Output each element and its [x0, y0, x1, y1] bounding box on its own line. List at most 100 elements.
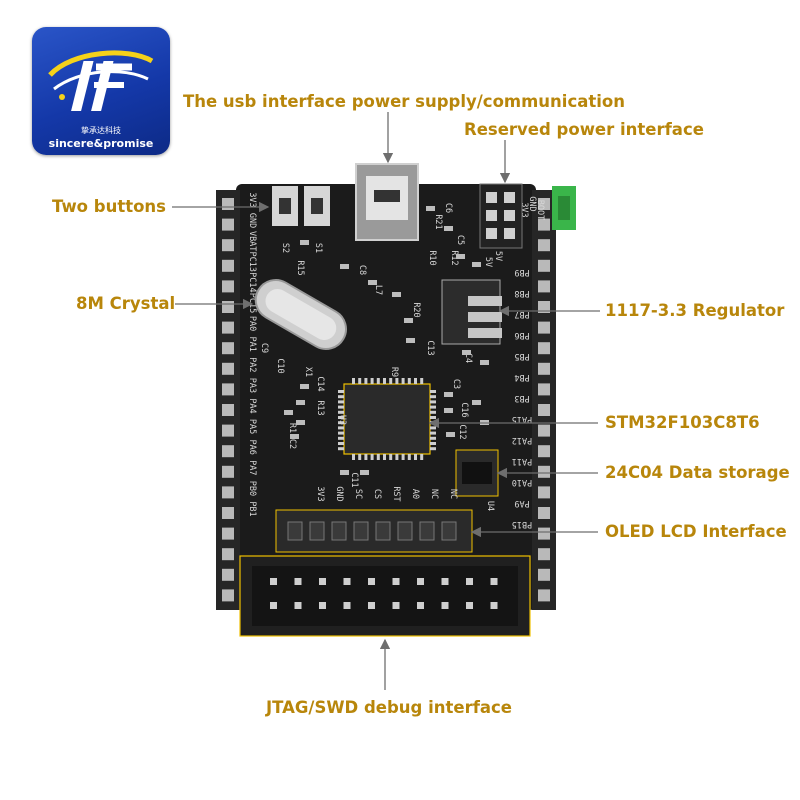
jtag-pin	[343, 578, 351, 585]
right-header-pin	[538, 301, 550, 313]
component-label: L7	[373, 285, 383, 295]
smd-part	[444, 408, 453, 413]
oled-pin	[375, 521, 391, 541]
jtag-pin	[417, 602, 424, 609]
left-header-pin	[222, 527, 234, 540]
right-header-pin	[538, 259, 550, 272]
right-header-pin	[538, 568, 550, 581]
jtag-pin	[490, 578, 498, 585]
left-header-pin	[222, 465, 234, 478]
mcu-lead	[338, 416, 344, 419]
label-two-buttons: Two buttons	[52, 197, 167, 216]
component-label: R21	[433, 214, 443, 229]
boot-jumper-cap	[558, 196, 570, 220]
left-pin-label: PA4	[247, 398, 257, 413]
left-pin-label: PB1	[247, 501, 257, 516]
power-pin	[486, 192, 497, 203]
right-pin-row	[538, 198, 550, 602]
left-header-pin	[222, 445, 234, 458]
regulator-lead-3	[468, 328, 502, 338]
label-jtag: JTAG/SWD debug interface	[266, 698, 512, 717]
mcu-lead	[389, 378, 393, 384]
jtag-shroud	[252, 566, 518, 626]
smd-part	[360, 470, 369, 475]
right-pin-label: PB3	[514, 393, 529, 403]
left-pin-label: PC14	[247, 272, 257, 292]
oled-pin	[353, 521, 369, 541]
component-label: C3	[451, 379, 461, 389]
bottom-row-label: GND	[334, 486, 344, 501]
smd-part	[300, 384, 309, 389]
mcu-lead	[430, 426, 436, 430]
button-s1-cap	[311, 198, 323, 214]
left-pin-label: 3V3	[247, 192, 257, 207]
right-pin-label: PB15	[512, 519, 532, 529]
jtag-pin	[319, 578, 326, 585]
left-pin-label: GND	[247, 213, 257, 228]
jtag-pin	[270, 602, 277, 609]
right-header-pin	[538, 383, 550, 396]
jtag-pin	[294, 602, 302, 609]
regulator-lead-1	[468, 296, 502, 306]
left-pin-label: PA5	[247, 419, 257, 434]
oled-pin	[331, 521, 347, 541]
left-header-pin	[222, 548, 234, 561]
smd-part	[340, 264, 349, 269]
mcu-lead	[383, 378, 386, 384]
left-header-pin	[222, 301, 234, 313]
right-pin-label: BOOT	[535, 200, 545, 220]
mcu-lead	[358, 454, 362, 460]
power-pin	[504, 210, 515, 221]
left-pin-label: VBAT	[247, 231, 257, 251]
smd-part	[290, 434, 299, 439]
jtag-pin	[441, 578, 449, 585]
mcu-lead	[414, 378, 417, 384]
right-pin-label: PA10	[512, 477, 532, 487]
left-header-pin	[222, 507, 234, 519]
left-header-pin	[222, 259, 234, 272]
label-mcu: STM32F103C8T6	[605, 413, 760, 432]
bottom-row-label: NC	[429, 489, 439, 499]
right-pin-label: 3V3	[519, 202, 529, 217]
mcu-lead	[395, 378, 399, 384]
mcu-lead	[338, 421, 344, 425]
left-header-pin	[222, 239, 234, 252]
mcu-lead	[338, 431, 344, 435]
bottom-row-label: A0	[410, 489, 420, 499]
jtag-pin	[343, 602, 351, 609]
right-pin-label: PB9	[514, 267, 529, 277]
mcu-lead	[430, 405, 436, 409]
left-pin-label: PA3	[247, 378, 257, 393]
mcu-lead	[430, 436, 436, 440]
smd-part	[300, 240, 309, 245]
mcu-lead	[376, 378, 380, 384]
smd-part	[426, 206, 435, 211]
component-label: C8	[357, 265, 367, 275]
smd-part	[444, 226, 453, 231]
usb-port	[374, 190, 400, 202]
component-label: C9	[259, 343, 269, 353]
mcu-lead	[420, 378, 424, 384]
logo-text-cn: 挚承达科技	[81, 126, 121, 135]
callout-lines	[172, 112, 600, 690]
left-header-pin	[222, 486, 234, 499]
right-header-pin	[538, 486, 550, 499]
label-oled: OLED LCD Interface	[605, 522, 787, 541]
mcu-lead	[395, 454, 399, 460]
right-pin-label: 5V	[483, 257, 493, 267]
mcu-lead	[338, 426, 344, 430]
oled-pin	[397, 521, 413, 541]
mcu-lead	[364, 454, 368, 460]
right-pin-label: PB8	[514, 288, 529, 298]
bottom-row-label: CS	[372, 489, 382, 499]
crystal-8m	[254, 279, 347, 350]
right-pin-label: PA15	[512, 414, 532, 424]
mcu-lead	[407, 454, 411, 460]
power-pin	[504, 228, 515, 239]
jtag-pin	[392, 602, 400, 609]
smd-part	[296, 400, 305, 405]
left-pin-label: PA6	[247, 440, 257, 455]
